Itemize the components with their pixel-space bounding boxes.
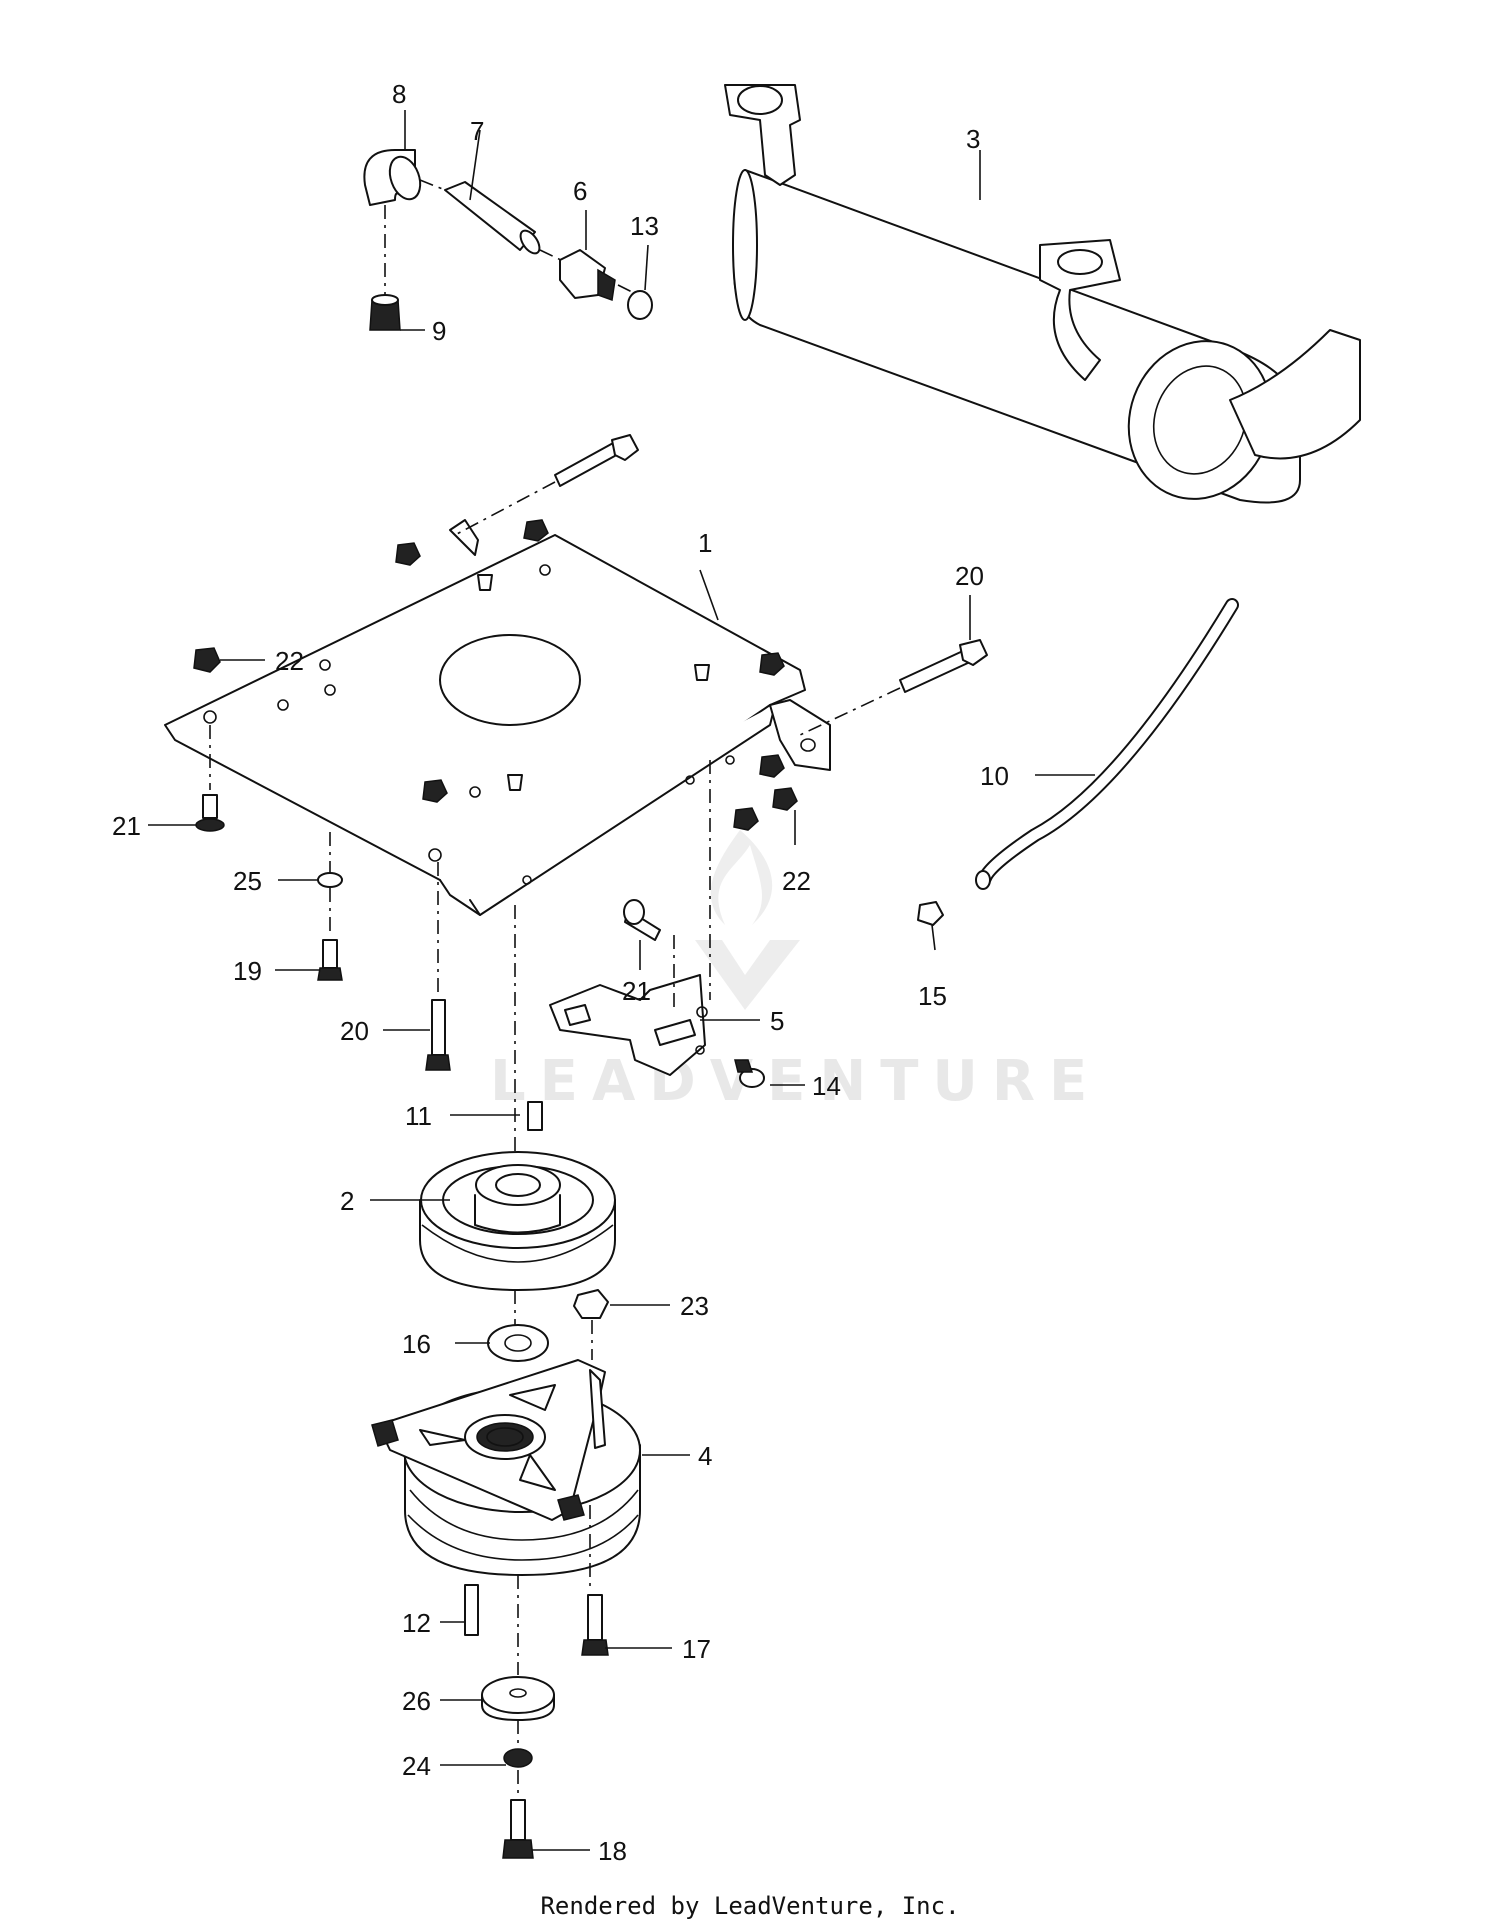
callout-labels: 1 2 3 4 5 6 7 8 9 10 11 12 13 14 15 16 1… [112, 79, 1009, 1866]
callout-7: 7 [470, 116, 484, 146]
callout-20-upper: 20 [955, 561, 984, 591]
fitting-elbow [363, 149, 422, 206]
callout-21-bracket: 21 [622, 976, 651, 1006]
callout-25: 25 [233, 866, 262, 896]
bracket [549, 974, 708, 1076]
callout-2: 2 [340, 1186, 354, 1216]
hex-adapter [559, 249, 616, 302]
callout-8: 8 [392, 79, 406, 109]
callout-19: 19 [233, 956, 262, 986]
flange-nuts [193, 519, 798, 831]
callout-18: 18 [598, 1836, 627, 1866]
leader-lines [148, 110, 1095, 1851]
callout-24: 24 [402, 1751, 431, 1781]
nut-23 [573, 1289, 609, 1319]
watermark-text: LEADVENTURE [490, 1049, 1101, 1114]
o-ring [627, 290, 653, 320]
clamp-14 [734, 1059, 765, 1088]
bolt-19 [317, 939, 343, 981]
hose [975, 598, 1239, 890]
callout-3: 3 [966, 124, 980, 154]
washer-25 [317, 872, 343, 888]
mounting-plate [164, 519, 831, 916]
callout-21-left: 21 [112, 811, 141, 841]
footer-credit: Rendered by LeadVenture, Inc. [540, 1892, 960, 1920]
top-bolt [554, 434, 639, 487]
callout-15: 15 [918, 981, 947, 1011]
callout-5: 5 [770, 1006, 784, 1036]
right-bolt [899, 639, 988, 693]
callout-13: 13 [630, 211, 659, 241]
callout-10: 10 [980, 761, 1009, 791]
callout-22-right: 22 [782, 866, 811, 896]
callout-12: 12 [402, 1608, 431, 1638]
callout-16: 16 [402, 1329, 431, 1359]
callout-20-lower: 20 [340, 1016, 369, 1046]
bolt-18 [502, 1799, 534, 1859]
callout-11: 11 [405, 1101, 432, 1131]
callout-22-left: 22 [275, 646, 304, 676]
bolt-21-bracket [623, 899, 661, 941]
callout-26: 26 [402, 1686, 431, 1716]
muffler [724, 84, 1361, 504]
bolt-21-left [195, 794, 225, 832]
pipe-nipple [444, 181, 541, 255]
key-12 [464, 1584, 479, 1636]
washer-26 [481, 1676, 555, 1721]
lock-washer-24 [503, 1748, 533, 1768]
bolt-20-long [425, 999, 451, 1071]
callout-4: 4 [698, 1441, 712, 1471]
callout-9: 9 [432, 316, 446, 346]
clutch [371, 1359, 641, 1576]
hose-clamp-15 [917, 901, 944, 926]
spacer-16 [487, 1324, 549, 1362]
pulley [419, 1151, 616, 1291]
key-11 [527, 1101, 543, 1131]
watermark-logo: LEADVENTURE [490, 830, 1101, 1114]
bolt-17 [581, 1594, 609, 1656]
callout-23: 23 [680, 1291, 709, 1321]
callout-1: 1 [698, 528, 712, 558]
pipe-plug [369, 294, 401, 331]
callout-17: 17 [682, 1634, 711, 1664]
callout-14: 14 [812, 1071, 841, 1101]
callout-6: 6 [573, 176, 587, 206]
